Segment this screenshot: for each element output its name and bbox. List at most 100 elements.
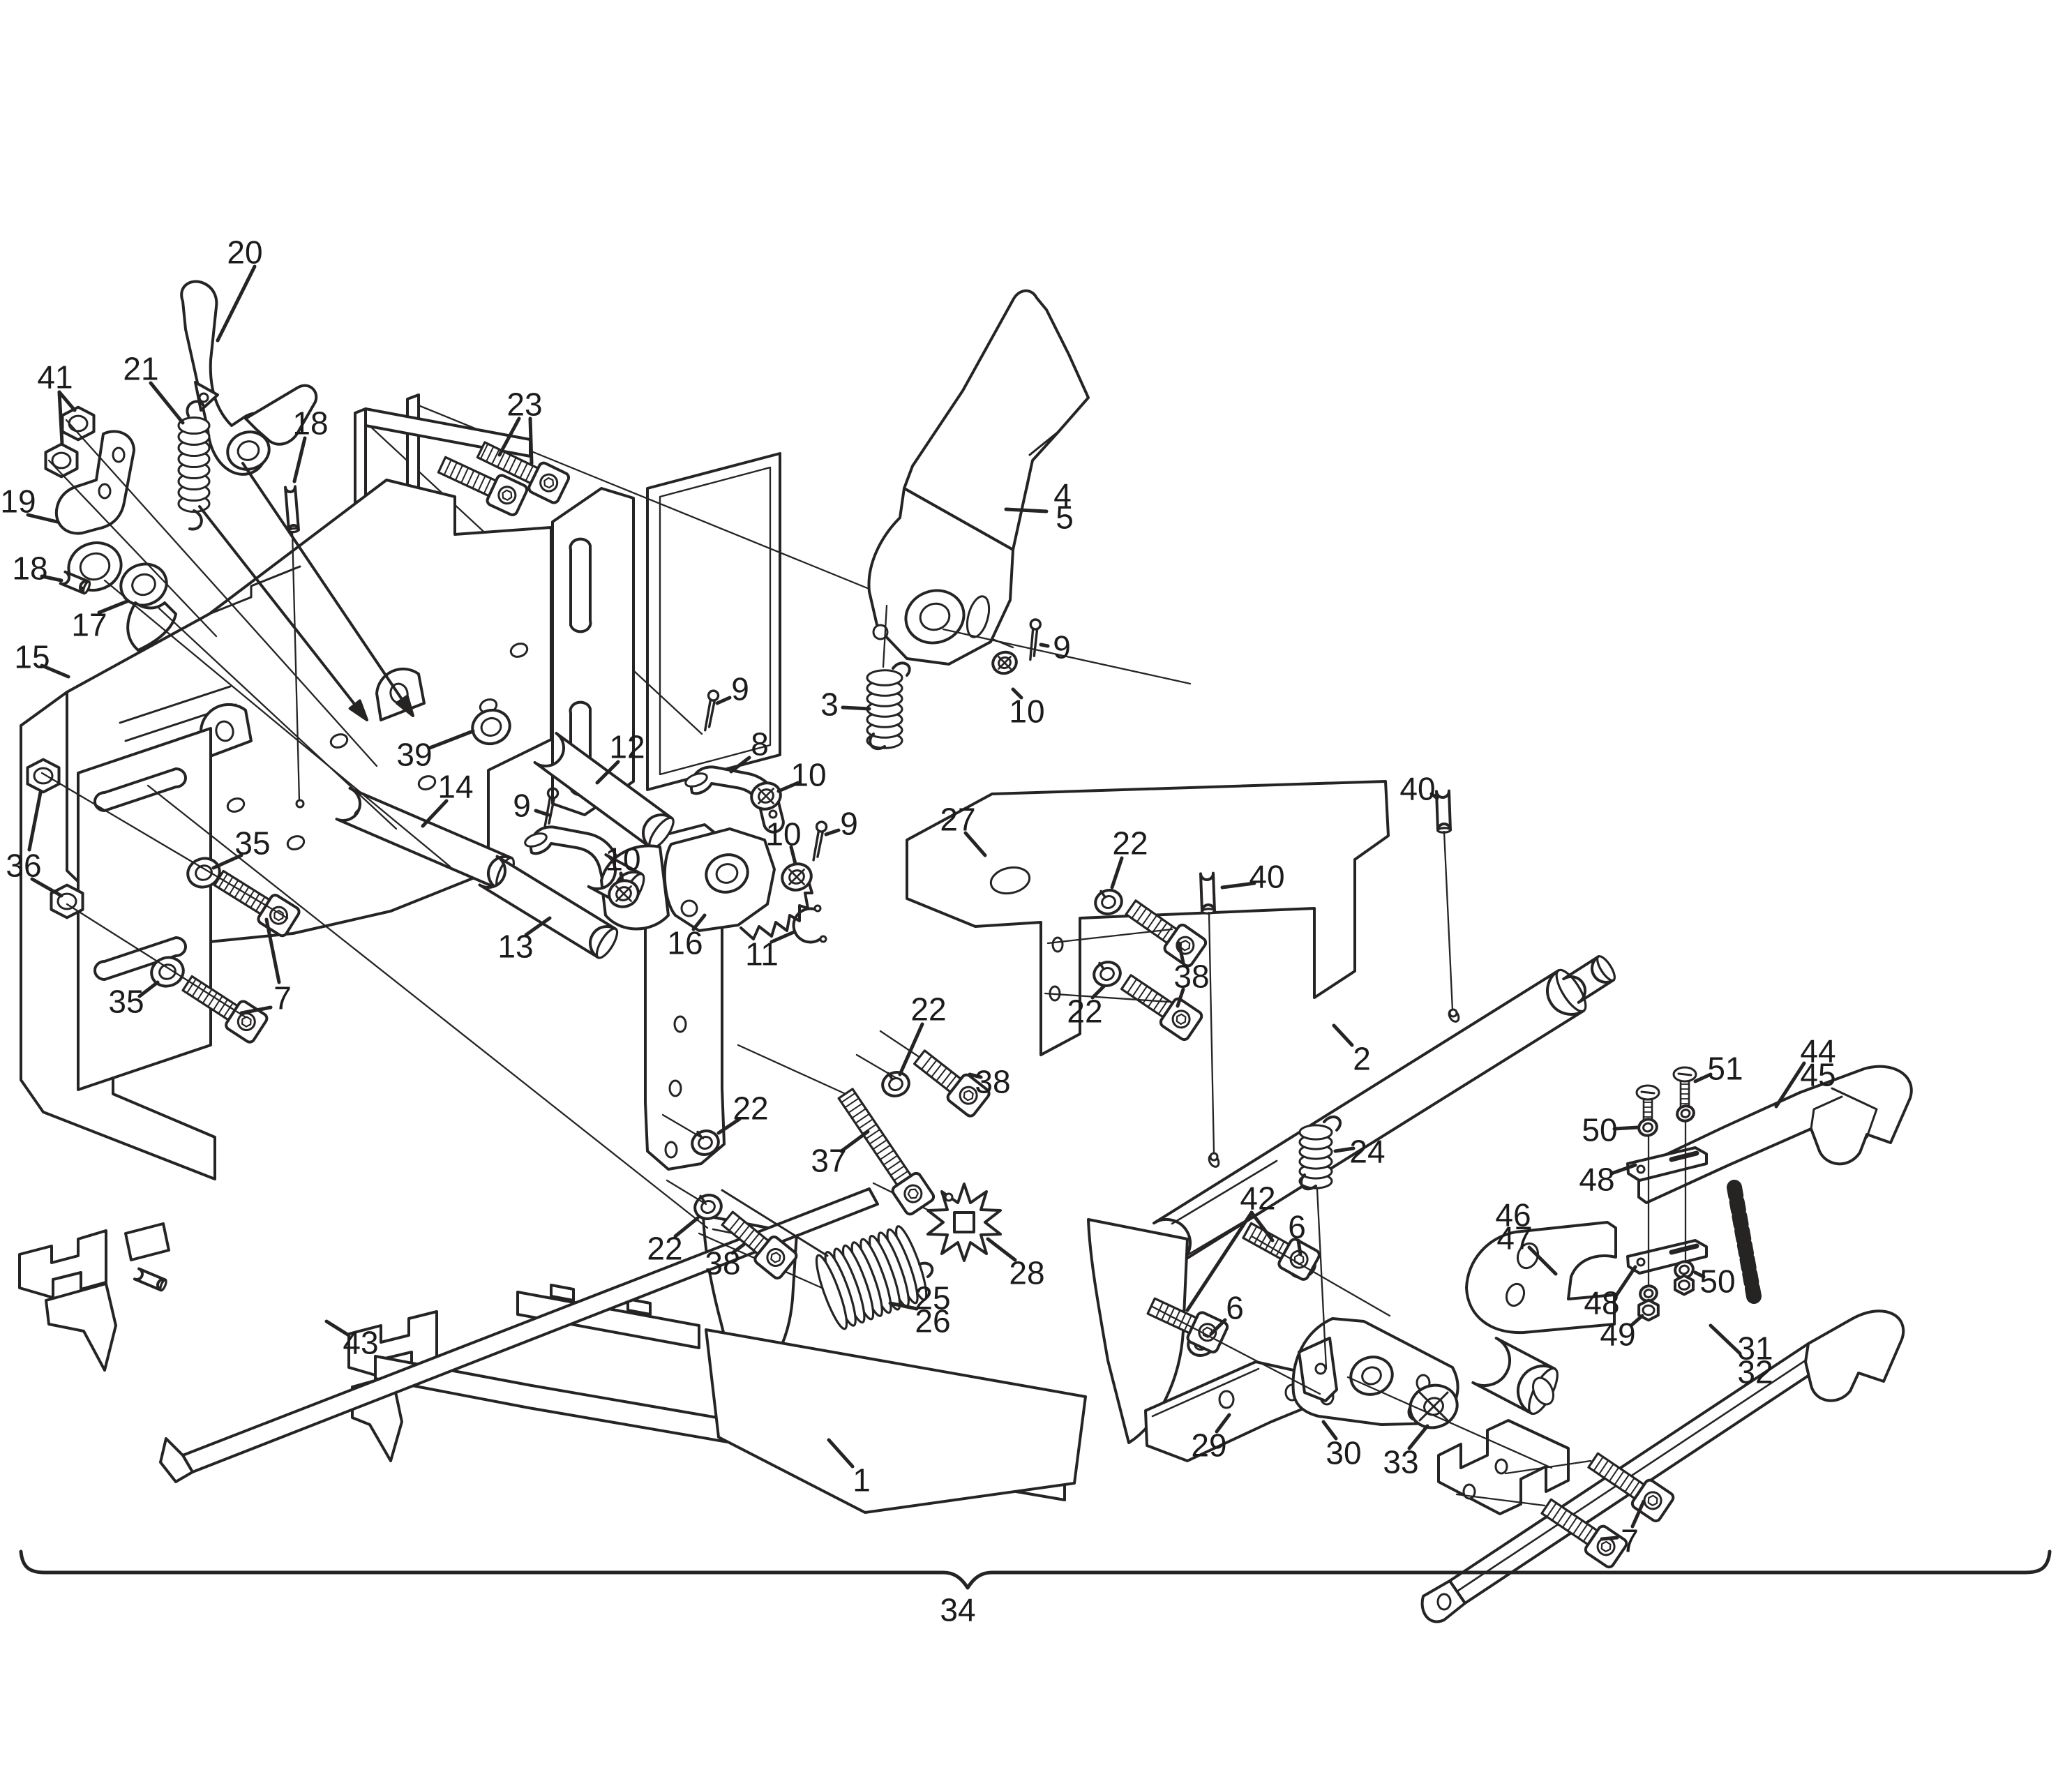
left-plate-slot [93,767,187,812]
callout-c18b: 18 [12,550,47,587]
leader-38 [1177,941,1185,965]
handle-grip-step [1028,430,1060,456]
washer-50 [1637,1118,1658,1137]
leader-15 [40,663,70,679]
cap-screw-38 [913,1049,991,1118]
leader-10 [789,845,797,866]
leader-23 [528,416,534,465]
callout-c21: 21 [123,351,158,387]
screw-axis [666,1179,707,1206]
callout-c10d: 10 [1009,693,1044,730]
leader-39 [428,729,475,750]
leader-36 [27,790,43,852]
callout-c38a: 38 [1173,959,1209,995]
cap-screw-42 [1242,1222,1321,1281]
arm44-hook-line [1810,1095,1843,1130]
callout-c51: 51 [1707,1051,1743,1087]
leader-48 [1614,1265,1637,1298]
pin18-axis [291,530,301,802]
shaft-hex-facet [1171,1200,1279,1266]
extension-spring-21 [177,416,211,513]
frame27-oval-hole [989,866,1031,895]
lever20-arm [244,384,318,446]
leader-35 [137,980,160,998]
washer-10 [991,650,1018,675]
leader-9 [715,696,732,705]
leader-9 [1039,643,1050,648]
leader-22 [1090,984,1106,1000]
callout-c6a: 6 [1288,1209,1306,1245]
leader-10 [619,871,624,883]
leader-38 [1176,987,1185,1008]
cotter-pin-9 [704,689,720,732]
screw-axis [737,1044,847,1095]
leader-3 [841,705,871,711]
callout-c36: 36 [6,848,41,884]
washer-10 [608,879,640,908]
pin18-axis-dot [295,799,305,809]
leader-28 [986,1237,1017,1262]
star-wheel-square [953,1211,975,1233]
extension-spring-24 [1298,1124,1333,1189]
callout-c9b: 9 [731,671,749,707]
frame-step [208,565,301,615]
callout-c38c: 38 [705,1245,740,1282]
lock-washer-22 [1094,889,1123,915]
callout-c38b: 38 [975,1064,1010,1100]
callout-c48a: 48 [1579,1162,1614,1198]
callout-c15: 15 [14,639,50,675]
screw-axis [855,1053,899,1080]
callout-c9c: 9 [840,806,858,842]
leader-42 [1185,1210,1254,1312]
spring25-hook [918,1261,934,1278]
arm44-hook-line [1831,1087,1878,1139]
side-bracket-slot [569,537,592,633]
frame-hole [417,775,437,790]
screw-axis [47,459,218,638]
cap-screw-42 [1146,1297,1229,1353]
screw-axis [158,607,398,830]
handle-slot [966,595,991,638]
leader-40 [1220,881,1256,890]
left-plate-slot [93,936,187,981]
flange-nut-41 [61,405,96,442]
leader-49 [1629,1314,1644,1328]
cap-screw-7 [1587,1452,1675,1523]
leader-11 [770,930,796,944]
screw-axis [1455,1493,1546,1507]
callout-c47: 47 [1496,1220,1532,1256]
leader-37 [839,1129,870,1153]
callout-c19: 19 [0,483,36,520]
leader-22 [1110,856,1124,890]
cotter-pin-9 [543,787,560,828]
lift-lever-20 [180,280,273,476]
flange-nut-36 [26,758,61,794]
leader-16 [691,913,707,931]
leader-30 [1321,1420,1338,1441]
screw-axis [103,579,451,868]
callout-c41: 41 [37,359,73,396]
lift-shaft-2 [1153,968,1587,1265]
pin40a-axis [1443,830,1454,1012]
washer-35 [186,857,221,889]
callout-c20: 20 [227,234,262,271]
sector-hole [680,899,698,917]
callout-c22d: 22 [733,1090,768,1127]
leader-41 [57,390,77,412]
callout-c31: 31 [1737,1330,1773,1367]
screw-axis [661,1113,705,1140]
arm31-clevis-hole [1436,1593,1452,1611]
plate29-hole [1218,1390,1235,1409]
frame-left-box [20,691,216,1180]
callout-c29: 29 [1191,1427,1226,1464]
callout-c12: 12 [609,729,645,765]
callout-c28: 28 [1009,1255,1044,1291]
pin40b-axis-dot [1209,1152,1219,1162]
callout-c9d: 9 [1053,629,1071,666]
leader-12 [595,760,620,785]
lever20-tab-hole [198,392,209,403]
mount-arrow [241,462,414,717]
leader-7 [239,1005,273,1015]
plate29-fold [1151,1367,1260,1418]
leader-7 [1600,1536,1619,1541]
